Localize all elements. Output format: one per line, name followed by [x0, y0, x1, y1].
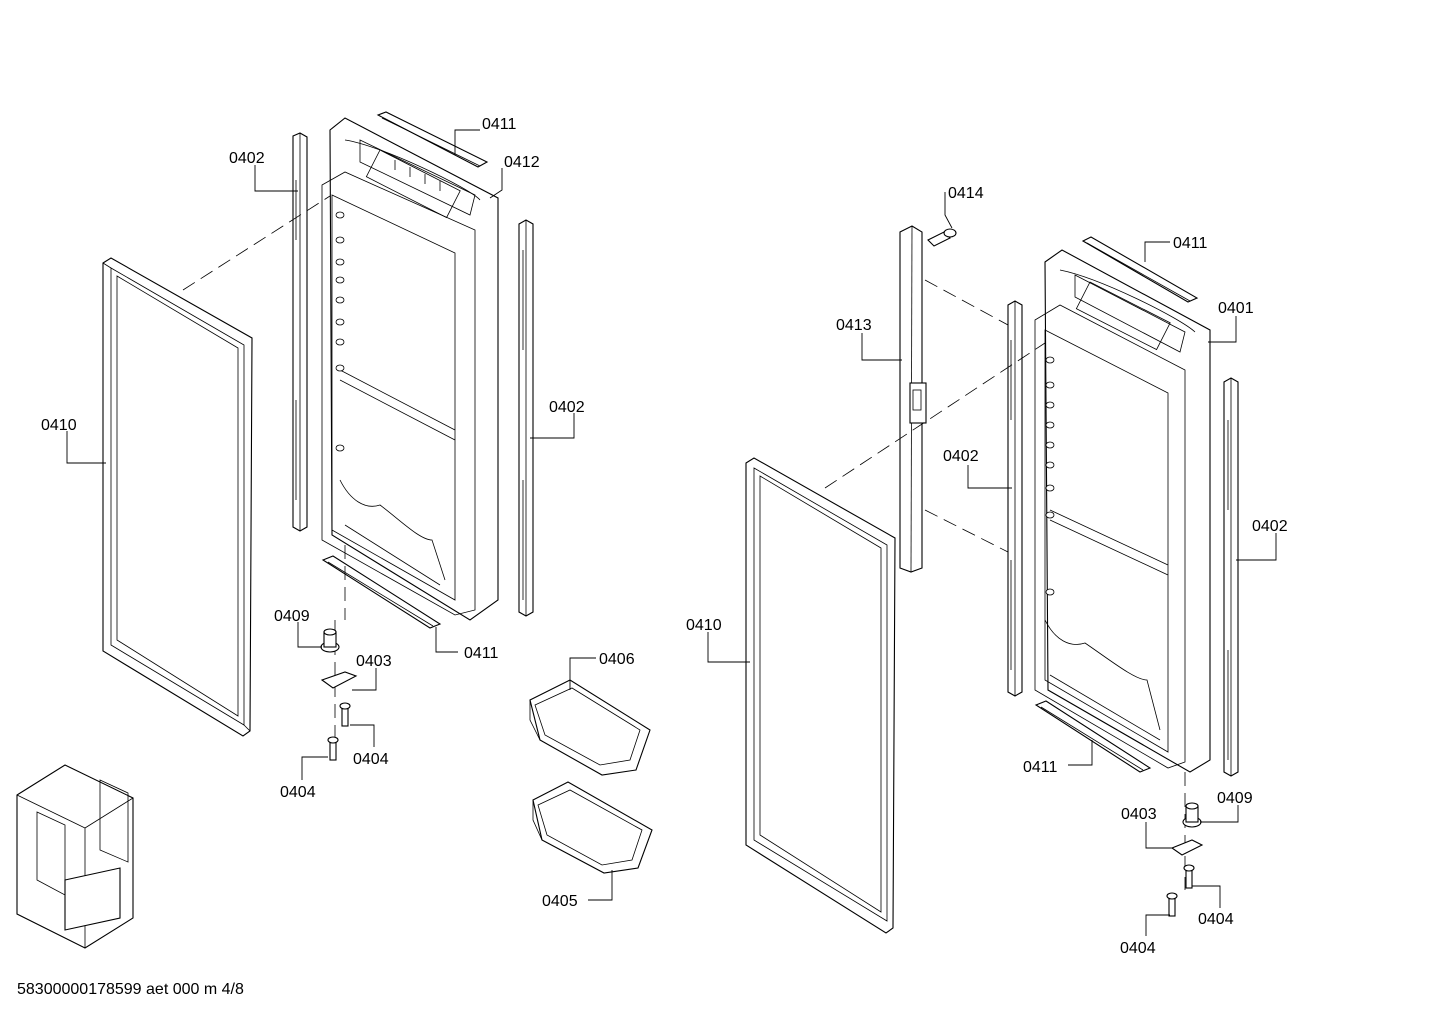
- callout-0403-left: 0403: [356, 653, 392, 670]
- screw-left-b: [327, 736, 339, 761]
- callout-0401: 0401: [1218, 300, 1254, 317]
- bottom-trim-right: [1034, 700, 1152, 773]
- callout-0403-right: 0403: [1121, 806, 1157, 823]
- callout-0404-left-b: 0404: [280, 784, 316, 801]
- screw-left-a: [339, 702, 351, 727]
- callout-0405: 0405: [542, 893, 578, 910]
- callout-0402-right-b: 0402: [1252, 518, 1288, 535]
- callout-0411-bottom-left: 0411: [464, 645, 499, 662]
- hinge-pin-right: [1182, 802, 1202, 828]
- callout-0414: 0414: [948, 185, 984, 202]
- callout-0411-top-left: 0411: [482, 116, 517, 133]
- screw-right-b: [1166, 892, 1178, 917]
- door-bin-lower: [532, 781, 653, 874]
- leader-lines: [66, 129, 1277, 936]
- callout-0411-top-right: 0411: [1173, 235, 1208, 252]
- alignment-line: [824, 342, 1046, 489]
- door-liner-right: [1034, 249, 1211, 773]
- alignment-line: [924, 279, 1009, 326]
- bottom-trim-left: [321, 555, 442, 629]
- door-gasket-right: [745, 457, 896, 934]
- screw-right-a: [1183, 864, 1195, 889]
- door-gasket-left: [102, 257, 253, 737]
- side-rail-left-a: [292, 132, 308, 532]
- callout-0402-right-a: 0402: [943, 448, 979, 465]
- document-code: 58300000178599 aet 000 m 4/8: [17, 981, 244, 998]
- callout-0402-left-a: 0402: [229, 150, 265, 167]
- callout-0411-bottom-right: 0411: [1023, 759, 1058, 776]
- callout-0413: 0413: [836, 317, 872, 334]
- top-trim-right: [1081, 236, 1199, 303]
- callout-0404-right-a: 0404: [1198, 911, 1234, 928]
- hinge-pin-left: [320, 628, 340, 653]
- callout-0410-right: 0410: [686, 617, 722, 634]
- side-rail-right-b: [1223, 377, 1239, 777]
- callout-0402-left-b: 0402: [549, 399, 585, 416]
- callout-0412: 0412: [504, 154, 540, 171]
- hinge-plate-left: [320, 671, 358, 689]
- top-trim-left: [376, 111, 489, 168]
- callout-0406: 0406: [599, 651, 635, 668]
- bracket-screw: [927, 228, 957, 247]
- handle-bracket: [899, 225, 927, 573]
- side-rail-right-a: [1007, 300, 1023, 697]
- appliance-thumbnail: [16, 764, 134, 949]
- door-liner-left: [321, 117, 499, 621]
- callout-0409-left: 0409: [274, 608, 310, 625]
- callout-0409-right: 0409: [1217, 790, 1253, 807]
- callout-0404-right-b: 0404: [1120, 940, 1156, 957]
- callout-0410-left: 0410: [41, 417, 77, 434]
- door-bin-upper: [529, 679, 651, 776]
- alignment-line: [182, 195, 331, 291]
- side-rail-left-b: [518, 219, 534, 617]
- hinge-plate-right: [1170, 839, 1204, 856]
- callout-0404-left-a: 0404: [353, 751, 389, 768]
- alignment-line: [924, 509, 1009, 553]
